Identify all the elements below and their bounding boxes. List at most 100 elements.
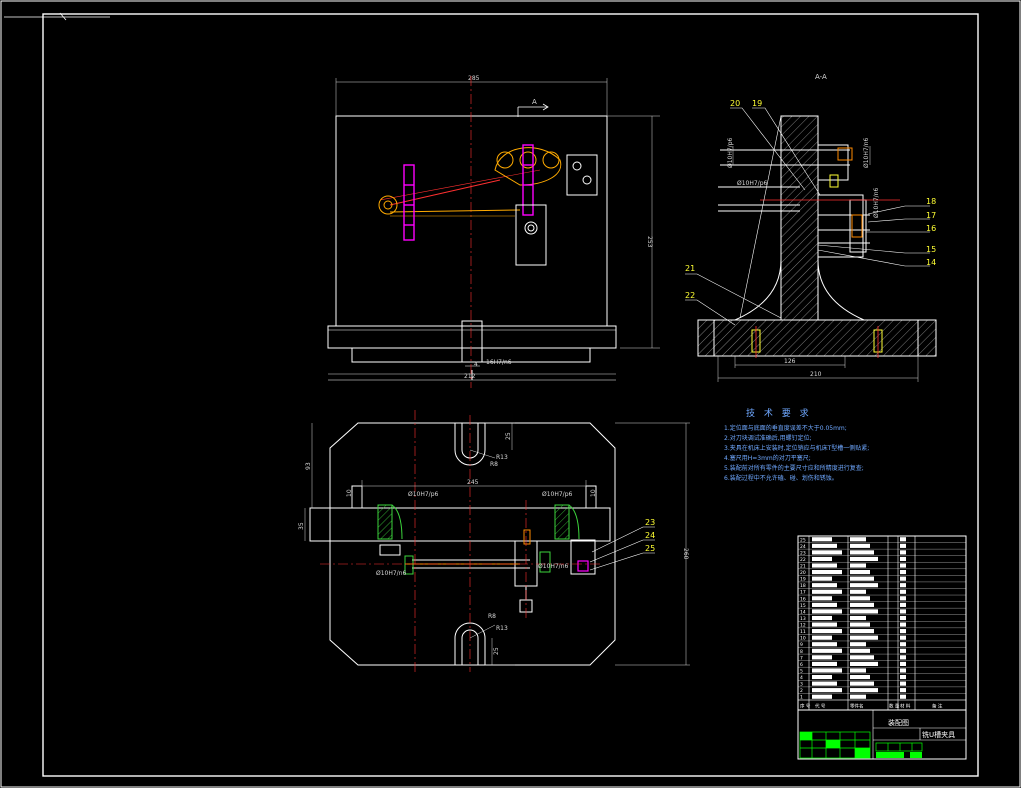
bom-cell <box>850 576 874 581</box>
top-radius-upper-inner: R8 <box>490 461 498 468</box>
bom-row-number: 1 <box>800 695 803 701</box>
bom-row-number: 14 <box>800 609 806 615</box>
top-radius-upper: R13 <box>496 454 508 461</box>
bom-row-number: 4 <box>800 675 803 681</box>
bom-cell <box>812 563 837 568</box>
bom-cell <box>850 563 866 568</box>
bom-row-number: 21 <box>800 564 806 570</box>
part-num-14: 14 <box>926 258 936 267</box>
bom-cell <box>812 629 842 634</box>
bom-cell <box>812 543 837 548</box>
bom-cell <box>812 583 837 588</box>
bom-cell <box>812 688 842 693</box>
bom-cell <box>850 602 874 607</box>
front-slot-fit-dim: 16H7/n6 <box>486 359 512 366</box>
top-width-dim: 260 <box>682 548 689 560</box>
bom-cell <box>850 642 866 647</box>
bom-header-cell: 零件名 <box>850 703 864 710</box>
part-num-15: 15 <box>926 245 936 254</box>
bom-row-number: 11 <box>800 629 806 635</box>
bom-header-cell: 材 料 <box>900 703 911 710</box>
part-num-22: 22 <box>685 291 695 300</box>
bom-row-number: 24 <box>800 544 806 550</box>
bom-cell <box>812 576 832 581</box>
bom-cell <box>850 596 870 601</box>
bom-cell <box>850 589 866 594</box>
bom-cell <box>850 681 874 686</box>
tech-req-item: 2.对刀块调试准确后,用螺钉定位; <box>724 434 812 442</box>
top-end-right: 10 <box>590 489 597 497</box>
bom-cell <box>812 648 842 653</box>
bom-header-cell: 序 号 <box>800 703 811 710</box>
bom-cell <box>900 694 906 699</box>
view-arrow-label: A <box>532 98 537 106</box>
bom-cell <box>850 688 878 693</box>
bom-cell <box>900 550 906 555</box>
tech-requirements: 技 术 要 求 1.定位面与底面的垂直度误差不大于0.05mm; 2.对刀块调试… <box>724 407 869 482</box>
drawing-name: 装配图 <box>888 718 909 727</box>
top-fit-right: Ø10H7/p6 <box>542 491 573 498</box>
bom-cell <box>900 563 906 568</box>
bom-cell <box>850 537 866 542</box>
bom-row-number: 5 <box>800 668 803 674</box>
bom-cell <box>900 642 906 647</box>
top-fit-lower-left: Ø10H7/n6 <box>376 570 407 577</box>
top-fit-left: Ø10H7/p6 <box>408 491 439 498</box>
bom-cell <box>900 570 906 575</box>
part-num-24: 24 <box>645 531 655 540</box>
bom-row-number: 7 <box>800 655 803 661</box>
bom-header: 序 号代 号零件名数 量材 料备 注 <box>800 703 943 710</box>
bom-row-number: 8 <box>800 649 803 655</box>
section-overall-width: 210 <box>810 371 822 378</box>
bom-cell <box>850 550 874 555</box>
section-fit-upper: Ø10H7/p6 <box>727 137 734 168</box>
bom-cell <box>850 583 878 588</box>
bom-cell <box>900 537 906 542</box>
bom-cell <box>900 661 906 666</box>
part-num-23: 23 <box>645 518 655 527</box>
section-fit-mid: Ø10H7/p6 <box>737 180 768 187</box>
bom-cell <box>850 674 870 680</box>
top-radius-lower: R13 <box>496 625 508 632</box>
bom-cell <box>900 602 906 607</box>
front-height-dim: 253 <box>646 236 653 248</box>
top-length-dim: 245 <box>467 479 479 486</box>
bom-row-number: 22 <box>800 557 806 563</box>
bom-row-number: 2 <box>800 688 803 694</box>
tech-req-item: 5.装配前对所有零件的主要尺寸应和所精度进行复查; <box>724 464 864 472</box>
bom-cell <box>812 596 832 601</box>
bom-header-cell: 数 量 <box>889 703 900 710</box>
bom-cell <box>900 681 906 686</box>
bom-table: 2524232221201918171615141312111098765432… <box>798 537 966 701</box>
bom-row-number: 6 <box>800 662 803 668</box>
bom-cell <box>900 635 906 640</box>
bom-cell <box>900 688 906 693</box>
bom-cell <box>812 655 832 660</box>
bom-cell <box>850 655 874 660</box>
top-end-left: 10 <box>346 489 353 497</box>
bom-cell <box>900 655 906 660</box>
title-block: 2524232221201918171615141312111098765432… <box>797 535 967 760</box>
top-view: 245 260 93 35 25 25 R13 R8 R8 R13 Ø10H7/… <box>298 410 690 672</box>
bom-row-number: 23 <box>800 550 806 556</box>
bom-cell <box>900 615 906 621</box>
bom-cell <box>850 556 878 562</box>
bom-cell <box>850 570 870 575</box>
part-num-19: 19 <box>752 99 762 108</box>
top-side-dim: 35 <box>298 522 305 530</box>
bom-header-cell: 备 注 <box>932 703 943 710</box>
bom-cell <box>900 674 906 680</box>
section-fit-right: Ø10H7/n6 <box>873 187 880 218</box>
bom-row-number: 17 <box>800 590 806 596</box>
part-name: 铣U槽夹具 <box>922 730 955 739</box>
bom-row-number: 20 <box>800 570 806 576</box>
part-num-25: 25 <box>645 544 655 553</box>
bom-cell <box>850 648 870 653</box>
part-num-16: 16 <box>926 224 936 233</box>
bom-row-number: 25 <box>800 537 806 543</box>
bom-cell <box>812 537 832 542</box>
top-left-offset-dim: 93 <box>305 462 312 470</box>
bom-cell <box>850 622 870 627</box>
